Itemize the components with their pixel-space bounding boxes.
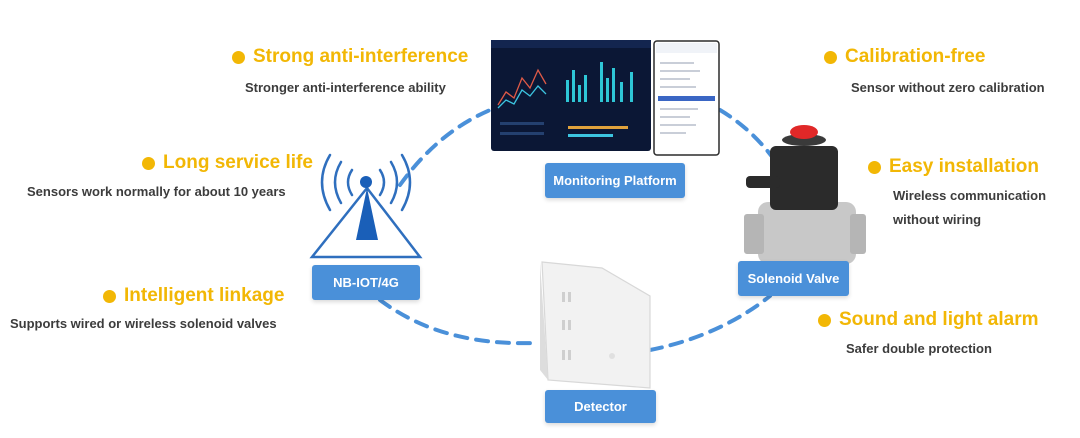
feature-title: Sound and light alarm [839, 309, 1039, 330]
bullet-dot [103, 289, 116, 303]
solenoid-valve-image [744, 125, 866, 264]
link-detector-valve [648, 294, 772, 352]
feature-desc: Safer double protection [846, 341, 992, 356]
feature-intelligent-linkage-desc: Supports wired or wireless solenoid valv… [10, 312, 277, 336]
detector-label: Detector [545, 390, 656, 423]
feature-desc: Supports wired or wireless solenoid valv… [10, 316, 277, 331]
solenoid-valve-label: Solenoid Valve [738, 261, 849, 296]
feature-strong-anti-interference: Strong anti-interference Stronger anti-i… [232, 46, 468, 100]
bullet-dot [142, 156, 155, 170]
feature-sound-light-alarm: Sound and light alarm Safer double prote… [818, 309, 1039, 361]
feature-calibration-free: Calibration-free Sensor without zero cal… [824, 46, 1045, 100]
feature-desc-line1: Wireless communication [893, 188, 1047, 203]
feature-easy-installation: Easy installation Wireless communication… [868, 156, 1046, 232]
feature-title: Strong anti-interference [253, 46, 469, 67]
link-tower-platform [398, 108, 492, 187]
dashboard-screen-image [491, 40, 651, 151]
bullet-dot [824, 50, 837, 64]
feature-long-service-life: Long service life [142, 152, 313, 174]
nb-iot-label: NB-IOT/4G [312, 265, 420, 300]
bullet-dot [232, 50, 245, 64]
feature-title: Long service life [163, 152, 313, 173]
feature-desc-line2: without wiring [893, 212, 982, 227]
feature-title: Calibration-free [845, 46, 986, 67]
antenna-tower-icon [309, 153, 423, 259]
feature-title: Easy installation [889, 156, 1039, 177]
feature-desc: Stronger anti-interference ability [245, 80, 446, 95]
detector-image [540, 261, 651, 389]
feature-intelligent-linkage: Intelligent linkage [103, 285, 284, 307]
bullet-dot [868, 160, 881, 174]
feature-desc: Sensor without zero calibration [851, 80, 1045, 95]
monitoring-platform-label: Monitoring Platform [545, 163, 685, 198]
feature-desc: Sensors work normally for about 10 years [27, 184, 286, 199]
link-tower-detector [378, 298, 537, 346]
bullet-dot [818, 313, 831, 327]
feature-long-service-life-desc: Sensors work normally for about 10 years [27, 180, 286, 204]
phone-screen-image [653, 40, 720, 156]
feature-title: Intelligent linkage [124, 285, 285, 306]
